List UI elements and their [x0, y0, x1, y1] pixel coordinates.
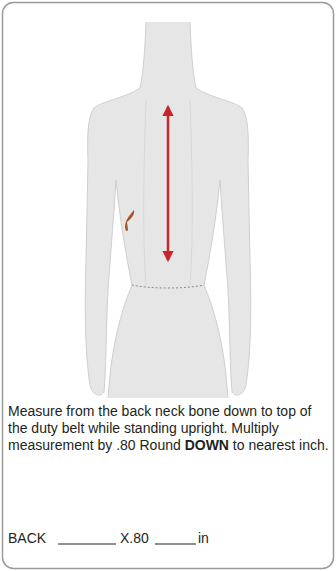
measure-arrow	[167, 107, 170, 260]
blank-line	[58, 544, 116, 545]
holster-mark	[125, 210, 134, 231]
instruction-text: Measure from the back neck bone down to …	[8, 403, 330, 453]
blank-line	[155, 544, 196, 545]
field-label: BACK	[8, 530, 46, 547]
body-silhouette	[85, 22, 251, 398]
unit-label: in	[198, 530, 209, 547]
card-border	[3, 3, 334, 569]
multiplier-text: X.80	[120, 530, 149, 547]
belt-line	[132, 285, 204, 288]
